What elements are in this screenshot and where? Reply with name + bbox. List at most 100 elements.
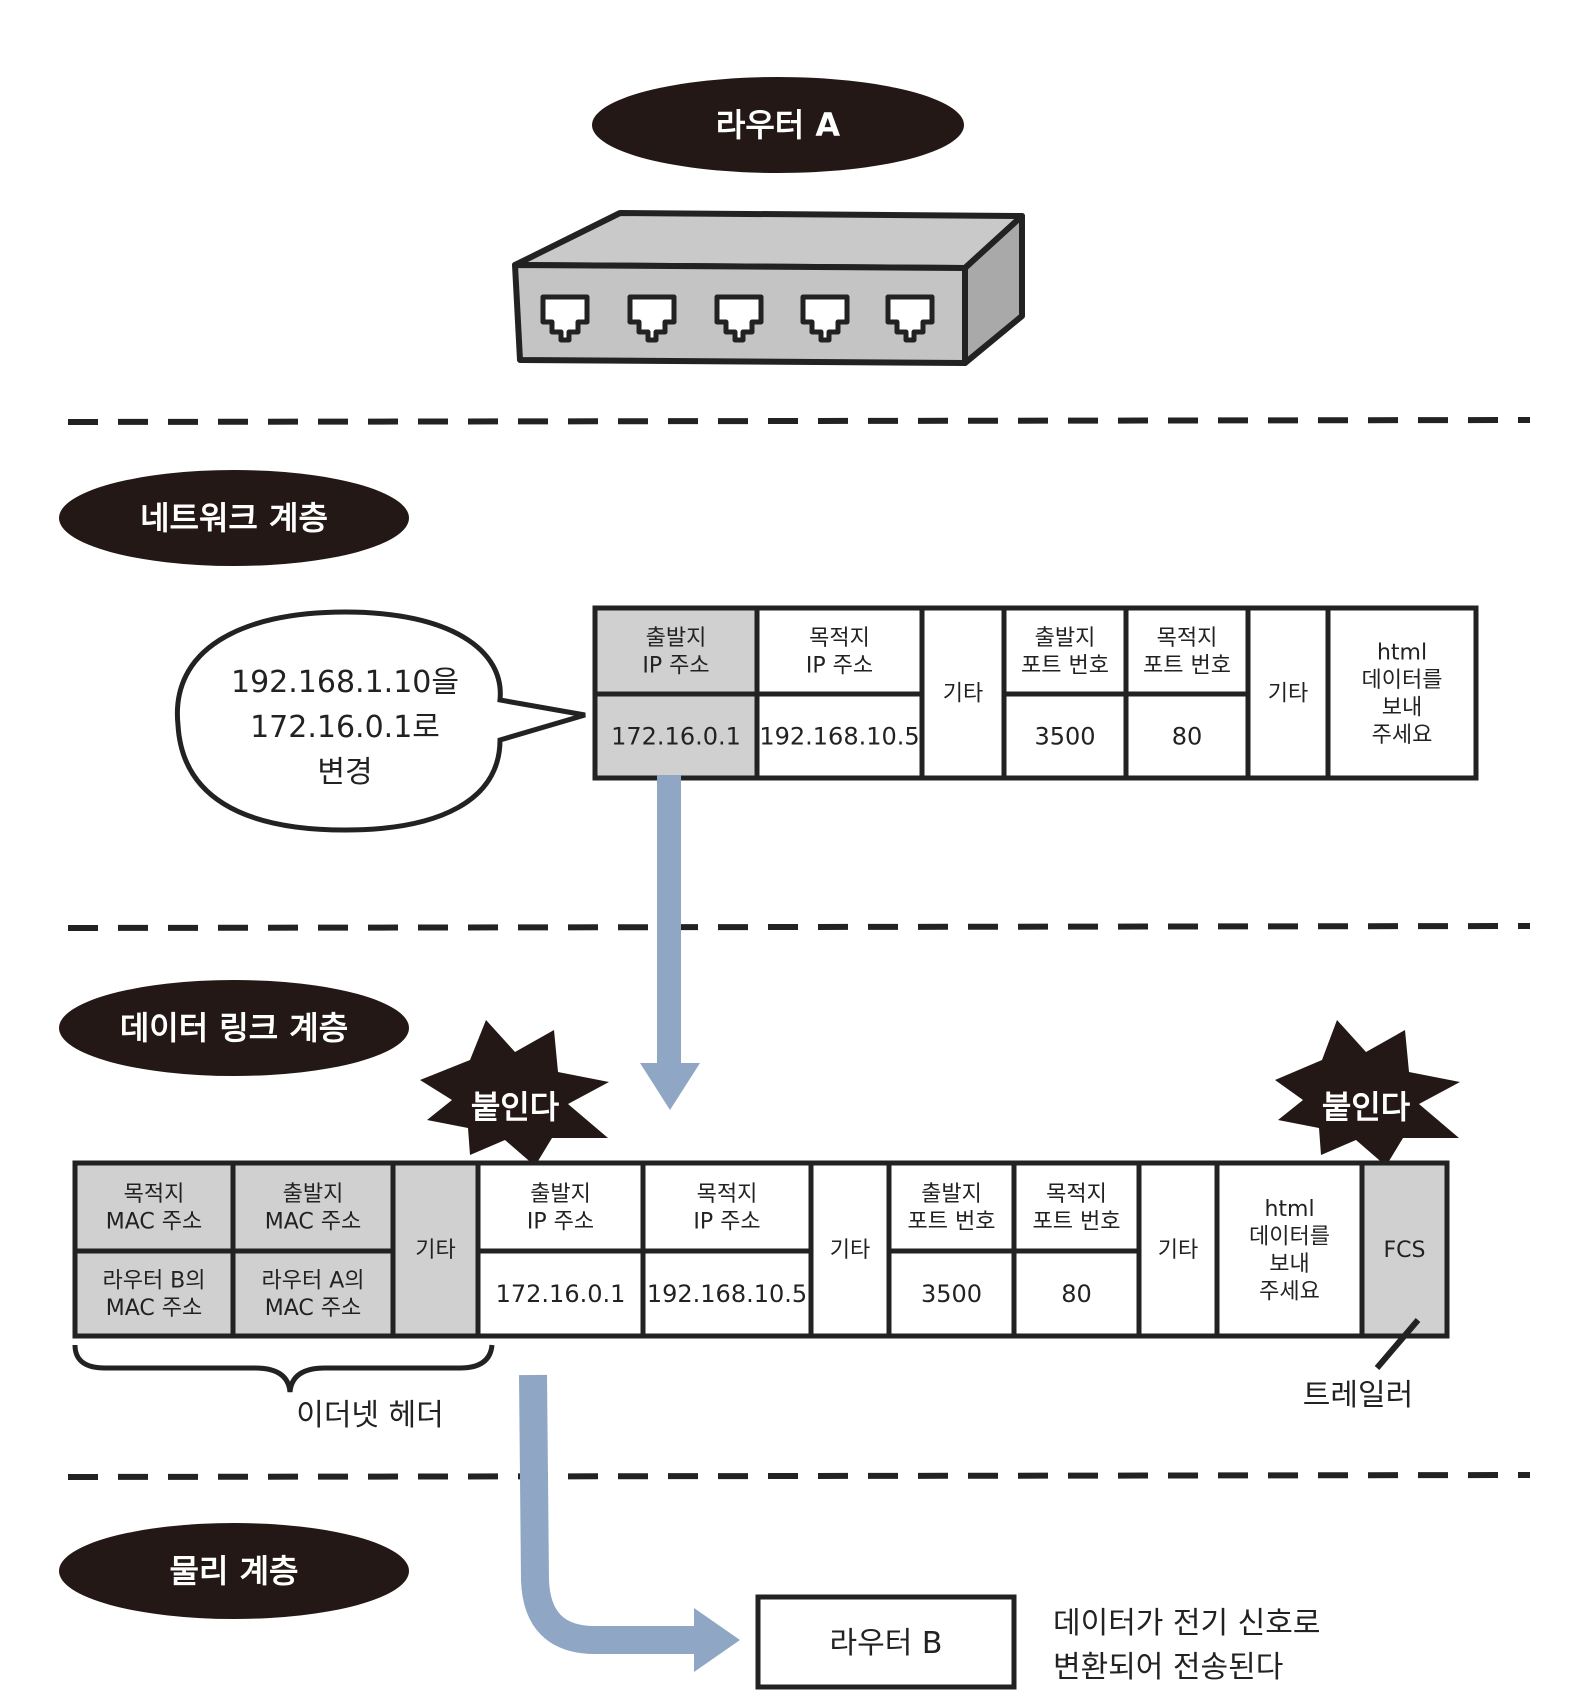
separator-line [67, 923, 1531, 931]
frame-cell-text: 주세요 [1259, 1279, 1320, 1304]
frame-header-cell-text: 포트 번호 [1033, 1209, 1121, 1234]
ip-header-cell-text: 목적지 [809, 626, 870, 651]
port-icon [627, 294, 677, 343]
note-line: 데이터가 전기 신호로 [1053, 1606, 1320, 1641]
ip-header-cell-text: 출발지 [646, 626, 707, 651]
attach-burst-left: 붙인다 [420, 1020, 609, 1166]
mac-header-cell-text: 목적지 [124, 1182, 185, 1207]
ip-header-cell-text: 목적지 [1157, 626, 1218, 651]
bubble-line: 192.168.1.10을 [231, 665, 459, 700]
mac-cell: 기타 [390, 1160, 481, 1339]
frame-value-cell-text: 172.16.0.1 [496, 1280, 626, 1308]
separator-line [67, 417, 1531, 425]
bubble-line: 변경 [317, 755, 372, 790]
frame-header-cell-text: 출발지 [530, 1182, 591, 1207]
port-icon [540, 294, 590, 343]
datalink-layer-pill: 데이터 링크 계층 [59, 980, 409, 1076]
ip-cell-text: 기타 [943, 682, 983, 707]
ip-header-cell-text: 출발지 [1035, 626, 1096, 651]
mac-header-cell-text: MAC 주소 [106, 1209, 202, 1234]
physical-layer-pill: 물리 계층 [59, 1523, 409, 1619]
frame-value-cell: 192.168.10.5 [640, 1248, 814, 1339]
svg-text:네트워크 계층: 네트워크 계층 [140, 499, 328, 537]
fcs-cell: FCS [1359, 1160, 1450, 1339]
ip-cell: 기타 [1245, 605, 1331, 781]
frame-header-cell-text: IP 주소 [693, 1209, 760, 1234]
frame-value-cell-text: 3500 [921, 1280, 982, 1308]
ethernet-header-label: 이더넷 헤더 [296, 1398, 444, 1433]
ip-cell-text: 주세요 [1372, 723, 1433, 748]
ip-value-cell: 192.168.10.5 [754, 691, 925, 781]
speech-bubble: 192.168.1.10을 172.16.0.1로 변경 [174, 609, 586, 833]
ip-value-cell: 80 [1123, 691, 1251, 781]
port-icon [800, 294, 850, 343]
separator-line [67, 1472, 1531, 1480]
router-device-icon [512, 210, 1025, 366]
frame-header-cell-text: 출발지 [921, 1182, 982, 1207]
frame-header-cell-text: 목적지 [1046, 1182, 1107, 1207]
down-arrow [640, 775, 700, 1110]
frame-cell-text: 기타 [830, 1238, 870, 1263]
svg-text:데이터 링크 계층: 데이터 링크 계층 [120, 1009, 348, 1047]
trailer-pointer: 트레일러 [1303, 1318, 1421, 1413]
ip-value-cell: 3500 [1001, 691, 1129, 781]
ip-cell-text: html [1377, 640, 1427, 665]
mac-value-cell-text: 라우터 A의 [261, 1268, 364, 1293]
svg-text:붙인다: 붙인다 [1322, 1088, 1411, 1126]
mac-value-cell: 라우터 A의 MAC 주소 [230, 1248, 396, 1339]
note-line: 변환되어 전송된다 [1053, 1650, 1283, 1685]
mac-value-cell-text: 라우터 B의 [102, 1268, 205, 1293]
ip-header-cell-text: IP 주소 [806, 653, 873, 678]
fcs-cell-text: FCS [1384, 1238, 1426, 1263]
attach-burst-right: 붙인다 [1275, 1020, 1460, 1166]
trailer-label: 트레일러 [1303, 1378, 1413, 1413]
ip-header-cell-text: IP 주소 [642, 653, 709, 678]
frame-value-cell: 80 [1011, 1248, 1142, 1339]
frame-value-cell-text: 192.168.10.5 [647, 1280, 807, 1308]
mac-value-cell-text: MAC 주소 [265, 1296, 361, 1321]
network-layer-pill: 네트워크 계층 [59, 470, 409, 566]
frame-header-cell-text: 포트 번호 [908, 1209, 996, 1234]
router-a-title: 라우터 A [592, 77, 964, 173]
frame-header-cell-text: 목적지 [697, 1182, 758, 1207]
port-icon [885, 294, 935, 343]
ip-value-cell: 172.16.0.1 [592, 691, 760, 781]
ip-cell-text: 보내 [1382, 695, 1422, 720]
frame-cell: 기타 [808, 1160, 892, 1339]
ip-cell-text: 기타 [1268, 682, 1308, 707]
frame-value-cell: 3500 [886, 1248, 1017, 1339]
frame-header-cell-text: IP 주소 [527, 1209, 594, 1234]
physical-arrow [519, 1374, 740, 1672]
ip-header-cell-text: 포트 번호 [1021, 653, 1109, 678]
svg-text:물리 계층: 물리 계층 [170, 1552, 299, 1590]
ip-value-cell-text: 3500 [1034, 722, 1095, 750]
ip-value-cell-text: 172.16.0.1 [611, 722, 741, 750]
mac-header-cell-text: 출발지 [283, 1182, 344, 1207]
router-b-box: 라우터 B [755, 1594, 1017, 1690]
transmission-note: 데이터가 전기 신호로 변환되어 전송된다 [1053, 1606, 1320, 1685]
frame-cell-text: 보내 [1269, 1252, 1309, 1277]
port-icon [714, 294, 764, 343]
frame-value-cell-text: 80 [1061, 1280, 1092, 1308]
frame-cell-text: 데이터를 [1249, 1224, 1330, 1249]
ethernet-header-brace: 이더넷 헤더 [72, 1344, 495, 1433]
frame-cell-text: 기타 [1158, 1238, 1198, 1263]
ip-cell-text: 데이터를 [1362, 668, 1443, 693]
frame-value-cell: 172.16.0.1 [475, 1248, 646, 1339]
router-b-label: 라우터 B [830, 1626, 943, 1661]
router-a-label: 라우터 A [716, 106, 840, 144]
